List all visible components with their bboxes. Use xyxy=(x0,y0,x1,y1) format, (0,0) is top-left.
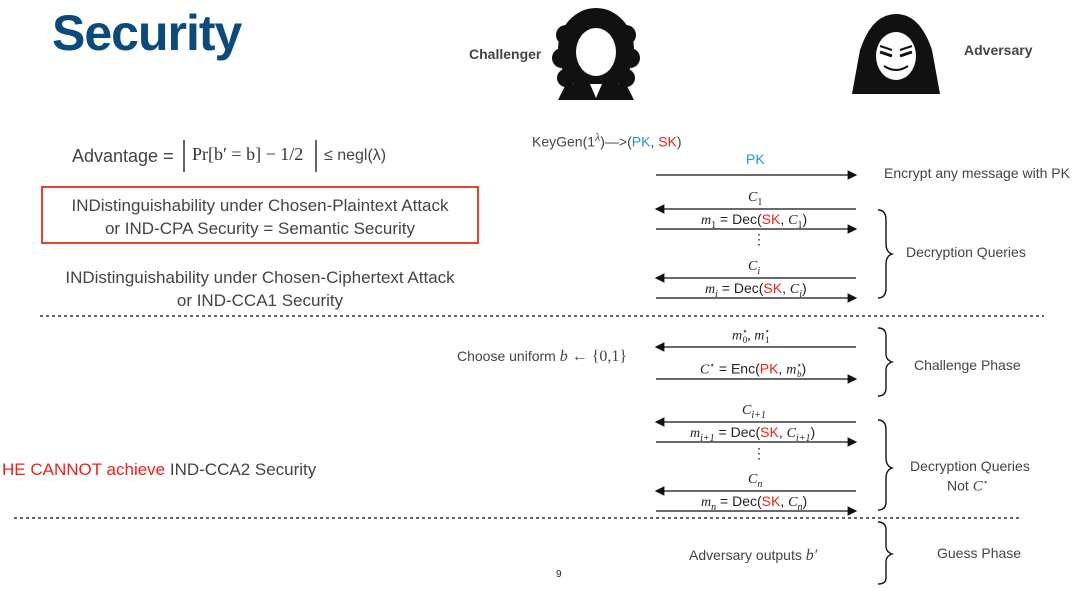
choose-uniform-label: Choose uniform b ← {0,1} xyxy=(457,348,628,365)
decryption-queries-2-line-2: Not C⋆ xyxy=(947,477,989,495)
vdots-2: ⋮ xyxy=(752,447,766,462)
vdots-1: ⋮ xyxy=(752,233,766,248)
cca2-red-text: HE CANNOT achieve xyxy=(2,460,170,479)
advantage-expression: Pr[b′ = b] − 1/2 xyxy=(192,144,304,164)
brace-guess xyxy=(877,521,895,585)
judge-icon xyxy=(552,8,640,100)
c1-message: C1 xyxy=(748,190,763,208)
advantage-bound: ≤ negl(λ) xyxy=(324,147,387,164)
challenge-messages: m⋆0, m⋆1 xyxy=(732,326,771,346)
challenger-label: Challenger xyxy=(469,46,542,62)
cpa-line-2: or IND-CPA Security = Semantic Security xyxy=(104,219,416,238)
adversary-outputs-label: Adversary outputs b′ xyxy=(689,547,818,564)
hacker-icon xyxy=(852,14,940,94)
ci-message: Ci xyxy=(748,259,761,277)
brace-decryption-2 xyxy=(877,419,895,511)
pk-message: PK xyxy=(746,151,765,167)
ci1-message: Ci+1 xyxy=(742,403,766,421)
slide-title: Security xyxy=(52,5,242,61)
mi1-message: mi+1 = Dec(SK, Ci+1) xyxy=(690,424,816,444)
cstar-message: C⋆ = Enc(PK, m⋆b) xyxy=(700,360,807,380)
encrypt-note: Encrypt any message with PK xyxy=(884,165,1070,181)
page-number: 9 xyxy=(556,569,562,580)
cca2-statement: HE CANNOT achieve IND-CCA2 Security xyxy=(2,460,316,480)
keygen-label: KeyGen(1λ)—>(PK, SK) xyxy=(532,130,682,150)
decryption-queries-2-line-1: Decryption Queries xyxy=(910,458,1030,474)
cca1-line-2: or IND-CCA1 Security xyxy=(176,291,344,310)
mi-message: mi = Dec(SK, Ci) xyxy=(705,280,807,300)
brace-challenge xyxy=(877,327,895,397)
advantage-label: Advantage = xyxy=(72,146,174,166)
cpa-line-1: INDistinguishability under Chosen-Plaint… xyxy=(71,196,449,215)
brace-decryption-1 xyxy=(877,209,895,299)
cpa-highlight-box xyxy=(41,186,479,244)
guess-phase-label: Guess Phase xyxy=(937,545,1022,561)
m1-message: m1 = Dec(SK, C1) xyxy=(701,211,808,231)
decryption-queries-label: Decryption Queries xyxy=(906,244,1026,260)
cn-message: Cn xyxy=(748,472,763,490)
challenge-phase-label: Challenge Phase xyxy=(914,357,1021,373)
cca1-line-1: INDistinguishability under Chosen-Cipher… xyxy=(65,268,455,287)
cca2-black-text: IND-CCA2 Security xyxy=(169,460,317,479)
adversary-label: Adversary xyxy=(964,42,1033,58)
mn-message: mn = Dec(SK, Cn) xyxy=(701,493,808,513)
